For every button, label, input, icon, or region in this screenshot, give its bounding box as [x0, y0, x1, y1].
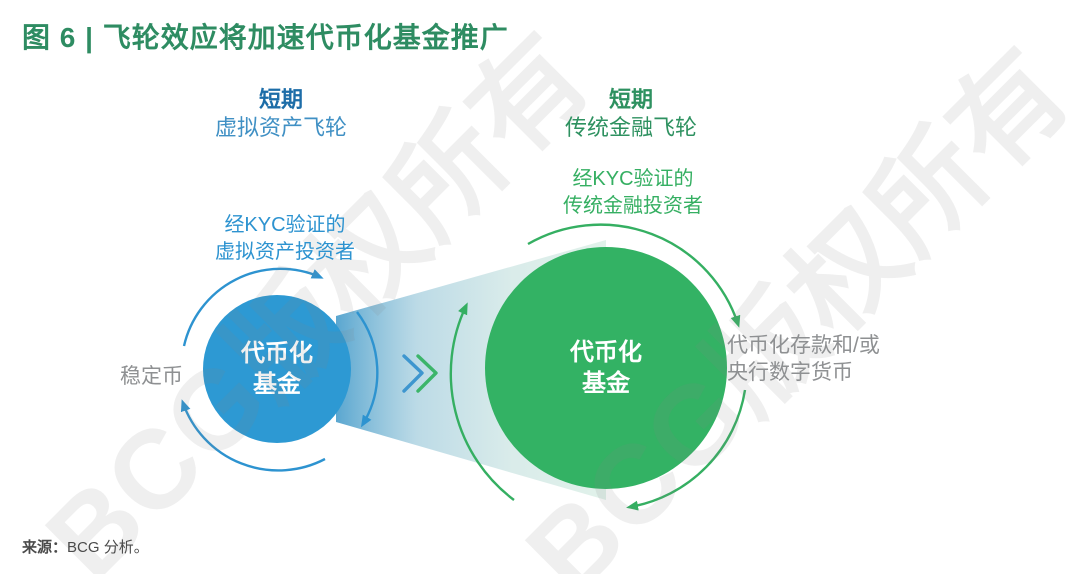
- kyc-traditional-finance-investors-label: 经KYC验证的 传统金融投资者: [514, 166, 752, 220]
- hub-label-line2: 基金: [582, 370, 630, 397]
- green-arc-left: [449, 302, 515, 501]
- hub-label-line2: 基金: [253, 371, 301, 398]
- chevron-blue-icon: [402, 354, 424, 393]
- tokenized-fund-circle-traditional: 代币化 基金: [485, 247, 727, 489]
- heading-traditional-finance-flywheel: 短期 传统金融飞轮: [511, 86, 751, 142]
- kyc-virtual-asset-investors-label: 经KYC验证的 虚拟资产投资者: [166, 212, 404, 266]
- chevron-green-icon: [416, 354, 438, 393]
- figure-title: 图 6 | 飞轮效应将加速代币化基金推广: [22, 22, 509, 53]
- green-arc-top: [527, 223, 741, 328]
- source-note: 来源：BCG 分析。: [22, 536, 149, 557]
- heading-virtual-asset-flywheel: 短期 虚拟资产飞轮: [161, 86, 401, 142]
- blue-flywheel-arrows: [180, 267, 379, 472]
- kyc-line1: 经KYC验证的: [224, 214, 346, 236]
- green-arc-bottom-right: [626, 389, 747, 511]
- source-text: BCG 分析。: [67, 539, 149, 556]
- period-label: 短期: [608, 87, 653, 112]
- kyc-line1: 经KYC验证的: [572, 168, 694, 190]
- hub-label-line1: 代币化: [241, 340, 313, 367]
- tokenized-fund-circle-virtual: 代币化 基金: [203, 295, 351, 443]
- blue-arc-right: [356, 311, 379, 428]
- flywheel-name: 传统金融飞轮: [564, 115, 697, 140]
- kyc-line2: 虚拟资产投资者: [215, 241, 355, 263]
- period-label: 短期: [258, 87, 303, 112]
- side-label-line1: 代币化存款和/或: [727, 334, 880, 357]
- source-prefix: 来源：: [22, 539, 68, 556]
- green-flywheel-arrows: [449, 223, 747, 511]
- blue-arc-bottom-left: [180, 399, 326, 472]
- kyc-line2: 传统金融投资者: [563, 195, 703, 217]
- hub-label-line1: 代币化: [570, 339, 642, 366]
- flywheel-name: 虚拟资产飞轮: [214, 115, 347, 140]
- tokenized-deposits-cbdc-label: 代币化存款和/或 央行数字货币: [727, 332, 880, 386]
- side-label-line2: 央行数字货币: [727, 361, 853, 384]
- stablecoin-label: 稳定币: [120, 365, 183, 388]
- blue-arc-top: [182, 267, 324, 347]
